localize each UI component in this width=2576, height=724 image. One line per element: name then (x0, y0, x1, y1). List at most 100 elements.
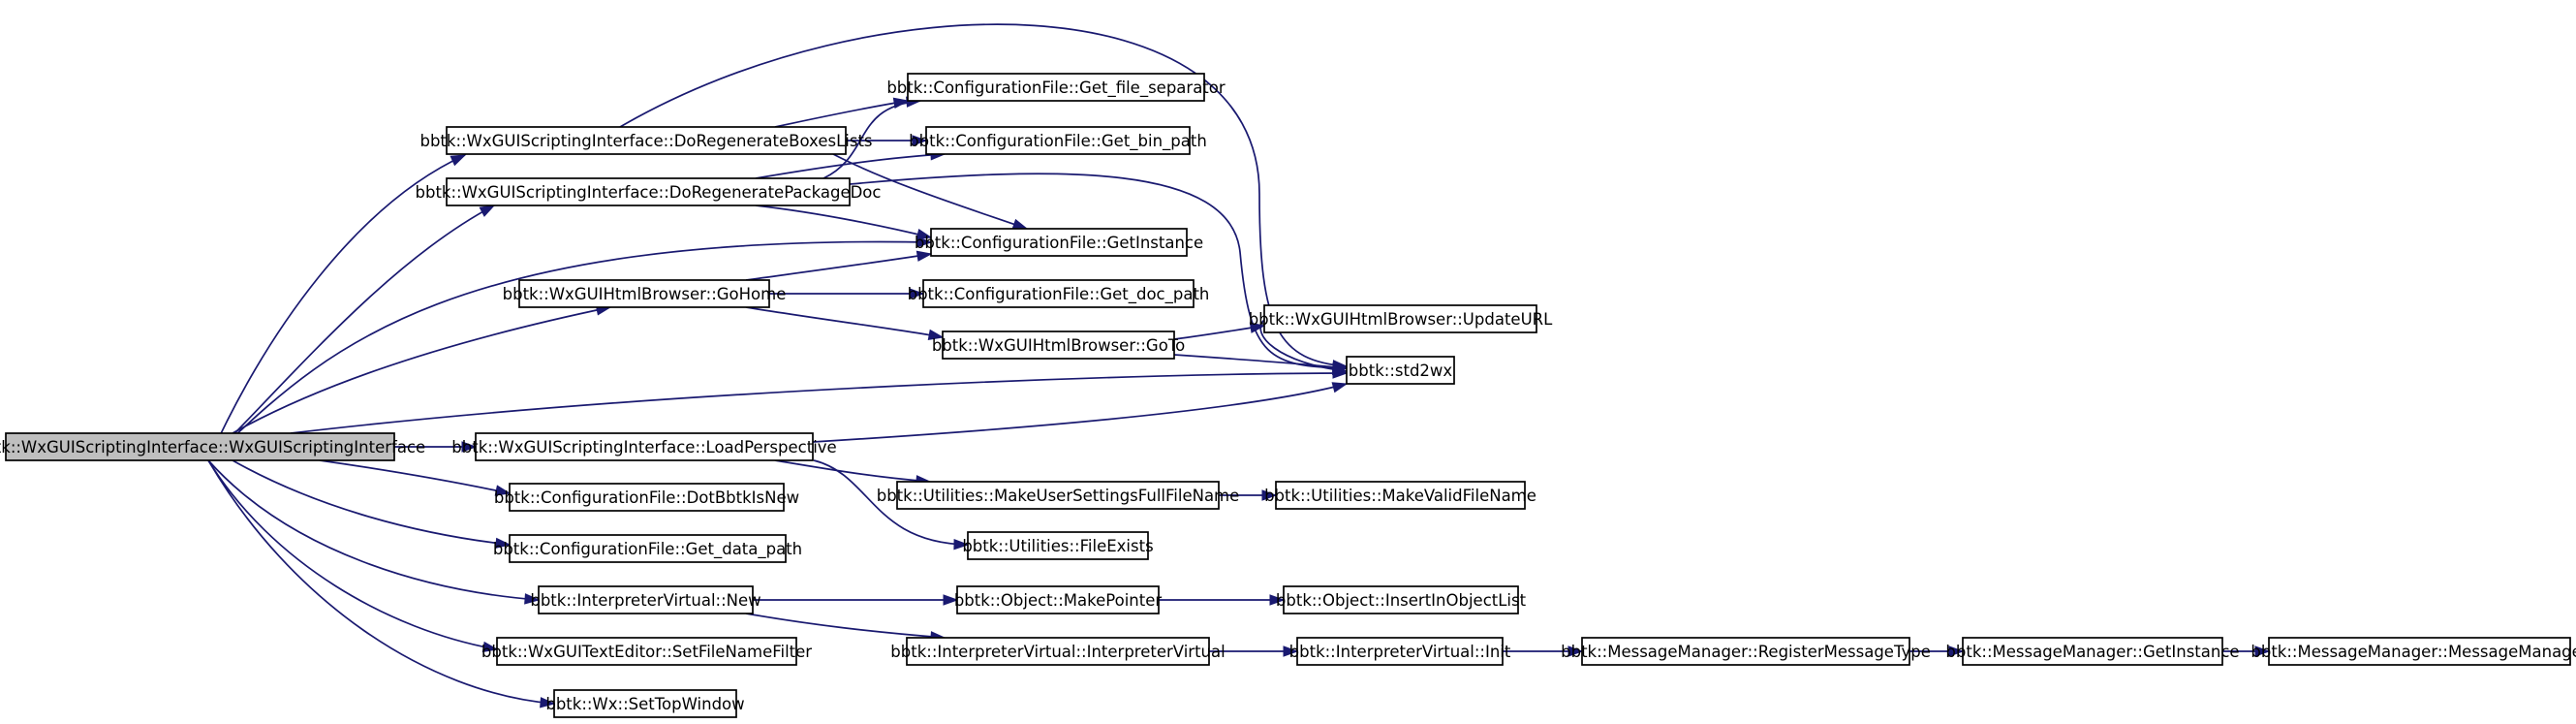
edge-arrowhead (524, 593, 541, 605)
node-getBin[interactable]: bbtk::ConfigurationFile::Get_bin_path (909, 126, 1207, 155)
node-box (1283, 585, 1519, 614)
node-updateURL[interactable]: bbtk::WxGUIHtmlBrowser::UpdateURL (1249, 304, 1553, 333)
node-box (906, 637, 1210, 666)
edge-root-to-setFilter (207, 459, 499, 653)
edge-path (232, 459, 511, 546)
node-label: bbtk::ConfigurationFile::DotBbtkIsNew (494, 488, 799, 507)
node-getDoc[interactable]: bbtk::ConfigurationFile::Get_doc_path (908, 279, 1210, 308)
edge-arrowhead (912, 135, 928, 146)
node-doRegenPkg[interactable]: bbtk::WxGUIScriptingInterface::DoRegener… (416, 177, 882, 206)
edge-path (1259, 319, 1348, 372)
edge-root-to-std2wx (290, 367, 1349, 434)
edge-loadPersp-to-std2wx (812, 382, 1349, 443)
node-dotBbtk[interactable]: bbtk::ConfigurationFile::DotBbtkIsNew (494, 483, 799, 512)
node-newIV[interactable]: bbtk::InterpreterVirtual::New (530, 585, 761, 614)
node-getData[interactable]: bbtk::ConfigurationFile::Get_data_path (493, 534, 802, 563)
node-setTop[interactable]: bbtk::Wx::SetTopWindow (545, 689, 745, 718)
edge-arrowhead (461, 441, 478, 453)
edge-path (822, 100, 921, 179)
node-label: bbtk::ConfigurationFile::GetInstance (915, 234, 1203, 252)
node-userSettings[interactable]: bbtk::Utilities::MakeUserSettingsFullFil… (877, 481, 1240, 510)
edge-arrowhead (1269, 594, 1286, 606)
node-box (1263, 304, 1537, 333)
node-box (446, 177, 851, 206)
edge-path (207, 459, 555, 705)
edge-arrowhead (494, 485, 512, 496)
node-label: bbtk::Utilities::MakeUserSettingsFullFil… (877, 487, 1240, 505)
edge-arrowhead (927, 329, 945, 340)
node-box (496, 637, 797, 666)
node-box (509, 483, 785, 512)
edge-path (207, 459, 540, 601)
node-doRegenBoxes[interactable]: bbtk::WxGUIScriptingInterface::DoRegener… (419, 126, 873, 155)
node-box (922, 279, 1195, 308)
nodes-layer: bbtk::WxGUIScriptingInterface::WxGUIScri… (0, 73, 2576, 718)
edge-newIV-to-makePointer (753, 594, 959, 606)
edge-arrowhead (1011, 218, 1029, 230)
node-label: bbtk::Utilities::FileExists (962, 537, 1153, 555)
edge-arrowhead (916, 236, 933, 248)
edge-goHome-to-getDoc (769, 288, 925, 299)
edge-arrowhead (1331, 363, 1349, 376)
node-box (907, 73, 1205, 102)
node-goTo[interactable]: bbtk::WxGUIHtmlBrowser::GoTo (932, 331, 1185, 360)
edge-arrowhead (481, 641, 499, 653)
edge-root-to-cfgInstance (207, 236, 933, 461)
edge-loadPersp-to-fileExists (813, 459, 970, 551)
edge-arrowhead (450, 154, 467, 167)
edge-path (832, 153, 1028, 230)
node-makePointer[interactable]: bbtk::Object::MakePointer (954, 585, 1163, 614)
edge-path (813, 459, 969, 546)
node-label: bbtk::ConfigurationFile::Get_doc_path (908, 285, 1210, 304)
node-goHome[interactable]: bbtk::WxGUIHtmlBrowser::GoHome (503, 279, 787, 308)
node-msgInstance[interactable]: bbtk::MessageManager::GetInstance (1945, 637, 2240, 666)
node-box (553, 689, 737, 718)
node-label: bbtk::WxGUIScriptingInterface::DoRegener… (419, 132, 872, 150)
node-ivInit[interactable]: bbtk::InterpreterVirtual::Init (1289, 637, 1511, 666)
node-box (2268, 637, 2571, 666)
node-msgCtor[interactable]: bbtk::MessageManager::MessageManager (2250, 637, 2576, 666)
node-label: bbtk::WxGUIHtmlBrowser::GoHome (503, 285, 787, 303)
node-fileExists[interactable]: bbtk::Utilities::FileExists (962, 531, 1154, 560)
node-regMsg[interactable]: bbtk::MessageManager::RegisterMessageTyp… (1561, 637, 1931, 666)
node-label: bbtk::MessageManager::GetInstance (1945, 643, 2239, 661)
edge-path (774, 100, 909, 128)
edge-updateURL-to-std2wx (1259, 319, 1349, 376)
edge-doRegenBoxes-to-getFileSep (774, 97, 910, 128)
node-ivCtor[interactable]: bbtk::InterpreterVirtual::InterpreterVir… (890, 637, 1226, 666)
node-label: bbtk::MessageManager::RegisterMessageTyp… (1561, 643, 1931, 661)
edge-goHome-to-goTo (745, 306, 945, 340)
node-root: bbtk::WxGUIScriptingInterface::WxGUIScri… (0, 432, 425, 461)
node-getFileSep[interactable]: bbtk::ConfigurationFile::Get_file_separa… (886, 73, 1226, 102)
node-setFilter[interactable]: bbtk::WxGUITextEditor::SetFileNameFilter (481, 637, 812, 666)
edge-arrowhead (1567, 645, 1584, 657)
node-label: bbtk::ConfigurationFile::Get_file_separa… (886, 79, 1226, 98)
edge-path (849, 173, 1348, 369)
node-label: bbtk::WxGUIScriptingInterface::WxGUIScri… (0, 438, 425, 456)
node-loadPersp[interactable]: bbtk::WxGUIScriptingInterface::LoadPersp… (451, 432, 837, 461)
node-box (1581, 637, 1910, 666)
edge-arrowhead (916, 229, 933, 240)
node-label: bbtk::WxGUIHtmlBrowser::UpdateURL (1249, 310, 1553, 329)
node-makeValid[interactable]: bbtk::Utilities::MakeValidFileName (1264, 481, 1536, 510)
node-cfgInstance[interactable]: bbtk::ConfigurationFile::GetInstance (915, 228, 1203, 257)
edge-path (319, 459, 511, 494)
edge-arrowhead (2254, 645, 2271, 657)
node-std2wx[interactable]: bbtk::std2wx (1346, 356, 1455, 385)
edge-ivInit-to-regMsg (1503, 645, 1584, 657)
node-label: bbtk::InterpreterVirtual::Init (1289, 643, 1511, 661)
edge-makePointer-to-insertObj (1159, 594, 1286, 606)
edge-arrowhead (916, 250, 933, 262)
node-insertObj[interactable]: bbtk::Object::InsertInObjectList (1276, 585, 1527, 614)
node-box (475, 432, 814, 461)
edge-root-to-doRegenBoxes (207, 154, 467, 461)
edge-path (745, 613, 946, 639)
node-box (5, 432, 395, 461)
edge-path (207, 459, 498, 650)
node-label: bbtk::std2wx (1349, 362, 1453, 380)
node-box (930, 228, 1188, 257)
node-label: bbtk::Utilities::MakeValidFileName (1264, 487, 1536, 505)
node-box (1962, 637, 2223, 666)
edge-arrowhead (1331, 382, 1349, 393)
edge-arrowhead (540, 697, 556, 708)
